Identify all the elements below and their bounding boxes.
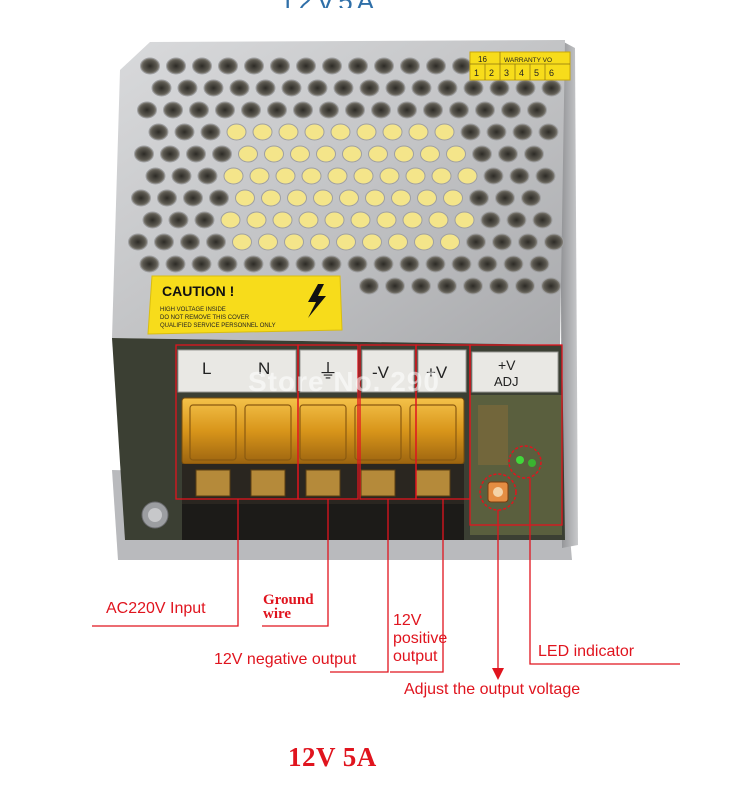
warranty-number: 16 (478, 55, 487, 64)
caution-line-2: DO NOT REMOVE THIS COVER (160, 315, 250, 321)
label-adjust-voltage: Adjust the output voltage (404, 681, 581, 698)
caution-sticker: CAUTION ! HIGH VOLTAGE INSIDE DO NOT REM… (147, 275, 343, 335)
warranty-digit: 4 (519, 68, 524, 78)
led-highlight-circle (508, 445, 542, 479)
warranty-label: WARRANTY VO (504, 57, 552, 64)
label-ground-wire-1: Ground (263, 592, 314, 608)
caution-title: CAUTION ! (162, 283, 234, 299)
terminal-label-n: N (258, 359, 270, 378)
warranty-digit: 6 (549, 68, 554, 78)
spec-title: 12V 5A (288, 742, 377, 772)
terminal-screw-icon (195, 469, 231, 497)
terminal-screw-icon (305, 469, 341, 497)
lightning-bolt-icon (308, 284, 326, 318)
label-negative-output: 12V negative output (214, 651, 357, 668)
label-ground-wire-2: wire (263, 606, 292, 622)
warranty-digit: 2 (489, 68, 494, 78)
warranty-digit: 1 (474, 68, 479, 78)
terminal-label-strip: L N ⏚ -V +V +V ADJ (177, 349, 559, 393)
potentiometer-highlight-circle (479, 473, 517, 511)
label-positive-output-2: positive (393, 630, 448, 647)
pcb-area (470, 395, 562, 535)
terminal-label-pos-v: +V (426, 363, 448, 382)
adjust-terminal-label-v: +V (498, 357, 516, 373)
ventilation-holes (128, 57, 564, 295)
ground-symbol-icon: ⏚ (318, 359, 338, 383)
label-ac-input: AC220V Input (106, 600, 206, 617)
right-side-panel (560, 40, 578, 548)
led-green-icon (516, 456, 524, 464)
arrow-down-icon (492, 668, 504, 680)
callout-lines (92, 478, 680, 673)
terminal-screw-icon (360, 469, 396, 497)
adjust-terminal-label-adj: ADJ (494, 374, 519, 389)
caution-line-3: QUALIFIED SERVICE PERSONNEL ONLY (160, 323, 276, 329)
label-positive-output-1: 12V (393, 612, 422, 629)
caution-line-1: HIGH VOLTAGE INSIDE (160, 307, 226, 313)
terminal-label-l: L (202, 359, 211, 378)
store-watermark: Store No. 290 (248, 366, 440, 397)
terminal-block (181, 397, 465, 540)
terminal-screw-icon (415, 469, 451, 497)
warranty-digit: 3 (504, 68, 509, 78)
warranty-digit: 5 (534, 68, 539, 78)
label-positive-output-3: output (393, 648, 438, 665)
terminal-label-neg-v: -V (372, 363, 390, 382)
label-led-indicator: LED indicator (538, 643, 635, 660)
terminal-screw-icon (250, 469, 286, 497)
